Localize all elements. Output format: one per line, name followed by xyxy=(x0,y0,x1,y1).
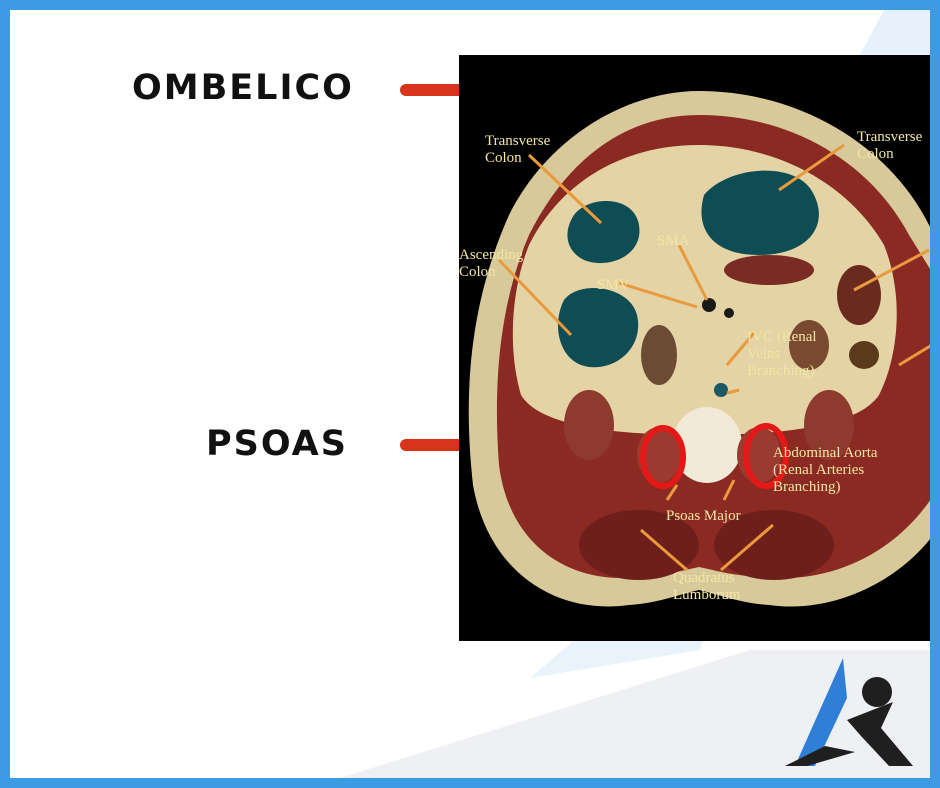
anat-label-psoas-major: Psoas Major xyxy=(666,508,741,524)
label-psoas: PSOAS xyxy=(206,424,348,464)
highlight-psoas-left xyxy=(640,425,686,489)
kidney-left xyxy=(564,390,614,460)
bowel-loop xyxy=(641,325,677,385)
bowel-loop xyxy=(837,265,881,325)
anat-label-ascending-colon: Ascending Colon xyxy=(459,247,524,280)
bowel-loop xyxy=(789,320,829,370)
back-muscle-right xyxy=(714,510,834,580)
anat-label-sma: SMA xyxy=(657,233,690,249)
ascending-colon xyxy=(557,288,639,368)
logo-blue-peak xyxy=(795,658,847,766)
logo-dark-body xyxy=(847,702,913,766)
highlight-psoas-right xyxy=(743,423,789,489)
vessel xyxy=(702,298,716,312)
anat-label-transverse-colon-right: Transverse Colon xyxy=(857,129,923,162)
anat-label-smv: SMV xyxy=(597,277,630,293)
label-ombelico: OMBELICO xyxy=(132,68,354,108)
transverse-colon-right xyxy=(701,170,819,255)
decor-shard-bottom xyxy=(340,650,930,778)
vessel xyxy=(724,308,734,318)
logo-head xyxy=(862,677,892,707)
anat-label-transverse-colon-left: Transverse Colon xyxy=(485,133,551,166)
transverse-colon-left xyxy=(567,201,640,264)
bowel-loop xyxy=(849,341,879,369)
cross-section-illustration xyxy=(468,91,930,607)
anat-label-abdominal-aorta: Abdominal Aorta (Renal Arteries Branchin… xyxy=(773,445,878,495)
bowel-loop xyxy=(724,255,814,285)
page: OMBELICO PSOAS xyxy=(10,10,930,778)
anatomy-cross-section: Transverse Colon Transverse Colon Ascend… xyxy=(459,55,930,641)
anat-label-ivc: IVC (Renal Veins Branching) xyxy=(747,329,817,379)
kidney-right xyxy=(804,390,854,460)
annotation-arrows xyxy=(497,143,930,572)
vessel xyxy=(714,383,728,397)
logo-dark-leg xyxy=(785,746,855,766)
back-muscle-left xyxy=(579,510,699,580)
anat-label-quadratus-lumborum: Quadratus Lumborum xyxy=(673,570,741,603)
psoas-highlights xyxy=(640,423,789,489)
vertebra xyxy=(672,407,742,483)
brand-logo xyxy=(785,658,913,766)
